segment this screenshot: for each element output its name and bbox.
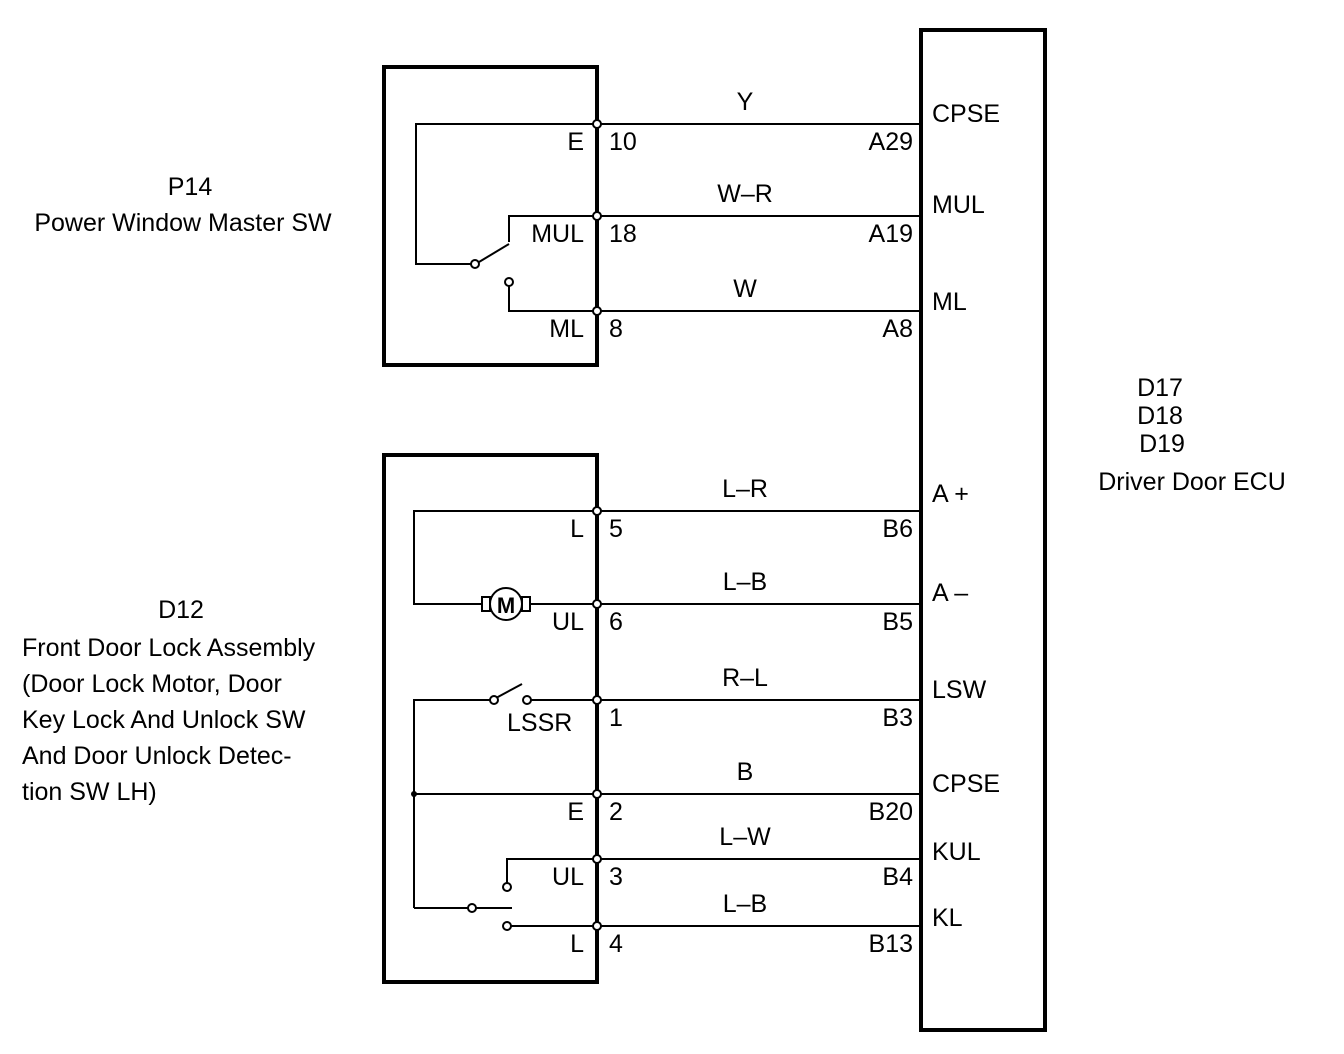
p14-ground-wire <box>415 123 597 265</box>
ecu-pin-label: B3 <box>882 704 913 732</box>
terminal-node <box>592 854 602 864</box>
ecu-terminal-label: KL <box>932 904 963 932</box>
ecu-terminal-label: MUL <box>932 191 985 219</box>
wire-color-label: L–W <box>719 823 771 851</box>
connector-pin-name: E <box>567 128 584 156</box>
d12-desc-line-1: Front Door Lock Assembly <box>22 634 316 662</box>
motor-symbol-label: M <box>497 593 515 618</box>
connector-pin-number: 18 <box>609 220 637 248</box>
wire-color-label: R–L <box>722 664 768 692</box>
d12-key-l-contact <box>502 921 512 931</box>
p14-internal-circuit <box>415 123 597 312</box>
ecu-pin-label: A29 <box>869 128 913 156</box>
connector-pin-number: 1 <box>609 704 623 732</box>
terminal-node <box>592 921 602 931</box>
terminal-node <box>592 211 602 221</box>
d12-lssr-contact-b <box>522 695 532 705</box>
terminal-node <box>592 119 602 129</box>
ecu-terminal-label: CPSE <box>932 100 1000 128</box>
connector-pin-number: 8 <box>609 315 623 343</box>
ecu-pin-label: B4 <box>882 863 913 891</box>
connector-pin-number: 6 <box>609 608 623 636</box>
p14-switch-contact-ml <box>504 277 514 287</box>
driver-door-ecu-box <box>919 28 1047 1032</box>
p14-code-label: P14 <box>168 173 213 201</box>
d12-motor-loop-wire <box>413 510 597 605</box>
terminal-node <box>592 599 602 609</box>
terminal-node <box>592 306 602 316</box>
ecu-code-label-d18: D18 <box>1137 402 1183 430</box>
terminal-node <box>592 695 602 705</box>
ecu-pin-label: B6 <box>882 515 913 543</box>
connector-pin-name: MUL <box>531 220 584 248</box>
ecu-pin-label: B13 <box>869 930 913 958</box>
p14-switch-lever <box>478 243 510 263</box>
connector-pin-number: 10 <box>609 128 637 156</box>
d12-lssr-switch-blade <box>495 683 523 699</box>
ecu-name-label: Driver Door ECU <box>1098 468 1286 496</box>
wire-color-label: L–B <box>723 890 767 918</box>
connector-pin-name: E <box>567 798 584 826</box>
wire-lines <box>597 123 921 927</box>
ecu-pin-label: A19 <box>869 220 913 248</box>
wire-color-label: W–R <box>717 180 773 208</box>
ecu-terminal-label: LSW <box>932 676 987 704</box>
motor-icon: M <box>481 587 531 621</box>
ecu-terminal-label: CPSE <box>932 770 1000 798</box>
d12-ground-junction <box>411 791 417 797</box>
d12-lssr-contact-a <box>489 695 499 705</box>
d12-lssr-left-wire <box>413 699 492 908</box>
d12-desc-line-3: Key Lock And Unlock SW <box>22 706 306 734</box>
lssr-switch-label: LSSR <box>507 709 572 737</box>
connector-pin-number: 2 <box>609 798 623 826</box>
p14-switch-pivot <box>470 259 480 269</box>
ecu-code-label-d17: D17 <box>1137 374 1183 402</box>
wire-color-label: L–R <box>722 475 768 503</box>
ecu-terminal-label: ML <box>932 288 967 316</box>
ecu-pin-label: B20 <box>869 798 913 826</box>
d12-key-ul-wire <box>506 858 597 883</box>
wire-color-label: B <box>737 758 754 786</box>
ecu-pin-label: B5 <box>882 608 913 636</box>
d12-desc-line-5: tion SW LH) <box>22 778 157 806</box>
terminal-nodes <box>592 119 602 931</box>
ecu-pin-label: A8 <box>882 315 913 343</box>
p14-ml-wire <box>508 286 597 312</box>
ecu-terminal-label: A + <box>932 480 969 508</box>
connector-pin-name: UL <box>552 608 584 636</box>
connector-pin-name: ML <box>549 315 584 343</box>
connector-pin-name: L <box>570 930 584 958</box>
d12-internal-circuit: M LSSR <box>411 510 597 931</box>
ecu-code-label-d19: D19 <box>1139 430 1185 458</box>
connector-pin-name: L <box>570 515 584 543</box>
wire-color-label: Y <box>737 88 754 116</box>
terminal-node <box>592 789 602 799</box>
connector-pin-name: UL <box>552 863 584 891</box>
d12-desc-line-2: (Door Lock Motor, Door <box>22 670 282 698</box>
connector-pin-number: 5 <box>609 515 623 543</box>
connector-pin-number: 3 <box>609 863 623 891</box>
ecu-terminal-label: A – <box>932 579 968 607</box>
d12-desc-line-4: And Door Unlock Detec- <box>22 742 292 770</box>
p14-mul-wire <box>508 215 597 242</box>
terminal-node <box>592 506 602 516</box>
d12-key-switch-pivot <box>467 903 477 913</box>
wire-color-label: W <box>733 275 757 303</box>
d12-code-label: D12 <box>158 596 204 624</box>
wire-color-label: L–B <box>723 568 767 596</box>
d12-key-ul-contact <box>502 882 512 892</box>
p14-name-label: Power Window Master SW <box>34 209 332 237</box>
ecu-terminal-label: KUL <box>932 838 981 866</box>
connector-pin-number: 4 <box>609 930 623 958</box>
